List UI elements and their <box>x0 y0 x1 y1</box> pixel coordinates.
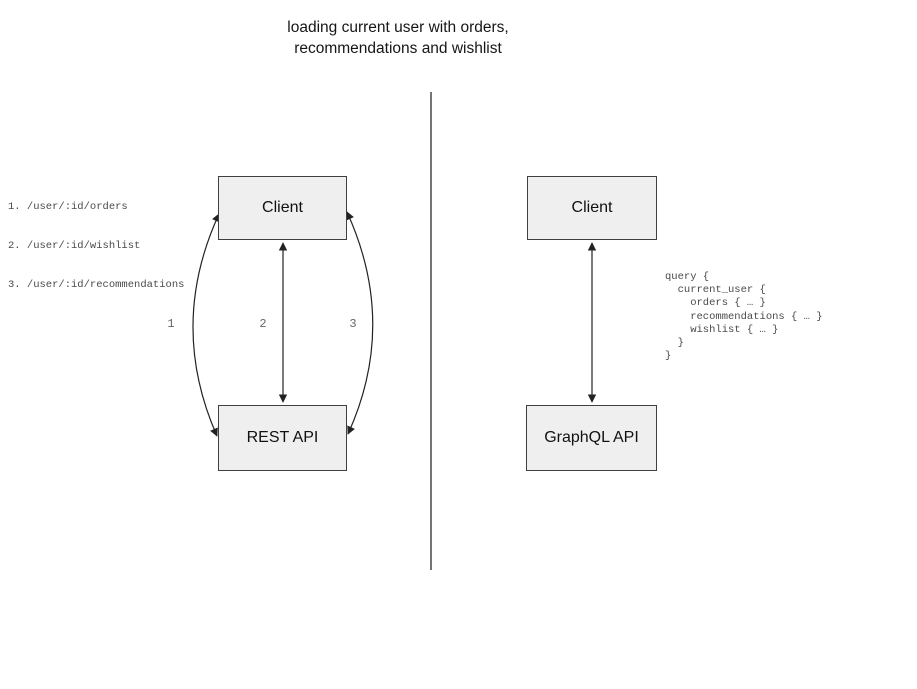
rest-endpoint-orders: 1. /user/:id/orders <box>8 201 128 213</box>
graphql-api-label: GraphQL API <box>544 429 639 446</box>
rest-client-node: Client <box>218 176 347 240</box>
rest-arrow-3-number: 3 <box>349 317 357 331</box>
rest-arrow-2-number: 2 <box>259 317 267 331</box>
rest-api-label: REST API <box>246 429 319 446</box>
diagram-title-line2: recommendations and wishlist <box>294 40 502 57</box>
diagram-title-line1: loading current user with orders, <box>287 19 509 36</box>
rest-arrow-1-number: 1 <box>167 317 175 331</box>
rest-endpoint-list: 1. /user/:id/orders 2. /user/:id/wishlis… <box>8 175 184 318</box>
rest-arrow-1-icon <box>192 213 220 437</box>
graphql-query-code: query { current_user { orders { … } reco… <box>665 271 823 363</box>
graphql-client-node: Client <box>527 176 657 240</box>
rest-endpoint-wishlist: 2. /user/:id/wishlist <box>8 240 141 252</box>
graphql-client-label: Client <box>571 199 613 216</box>
rest-endpoint-recommendations: 3. /user/:id/recommendations <box>8 279 185 291</box>
diagram-title: loading current user with orders, recomm… <box>148 17 648 59</box>
rest-client-label: Client <box>262 199 303 216</box>
rest-api-node: REST API <box>218 405 347 471</box>
graphql-api-node: GraphQL API <box>526 405 657 471</box>
